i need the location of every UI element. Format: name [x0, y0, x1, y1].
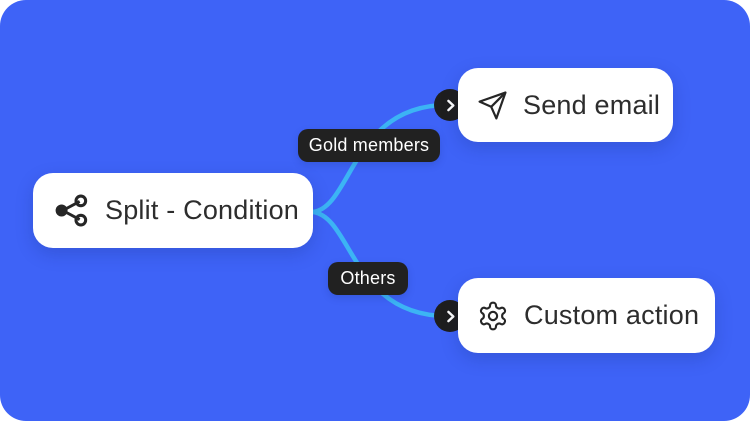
send-icon [477, 90, 508, 121]
branch-label-text: Gold members [308, 135, 430, 155]
gear-icon [477, 300, 509, 332]
node-split-condition[interactable]: Split - Condition [33, 173, 313, 248]
branch-label-gold-members: Gold members [298, 129, 440, 162]
node-label: Split - Condition [105, 195, 299, 225]
node-label: Custom action [524, 300, 700, 330]
node-custom-action[interactable]: Custom action [458, 278, 715, 353]
branch-label-text: Others [340, 268, 396, 288]
split-icon [54, 193, 89, 228]
chevron-right-icon [442, 97, 459, 114]
node-send-email[interactable]: Send email [458, 68, 673, 142]
chevron-right-icon [442, 308, 459, 325]
node-label: Send email [523, 89, 661, 120]
branch-label-others: Others [328, 262, 408, 295]
